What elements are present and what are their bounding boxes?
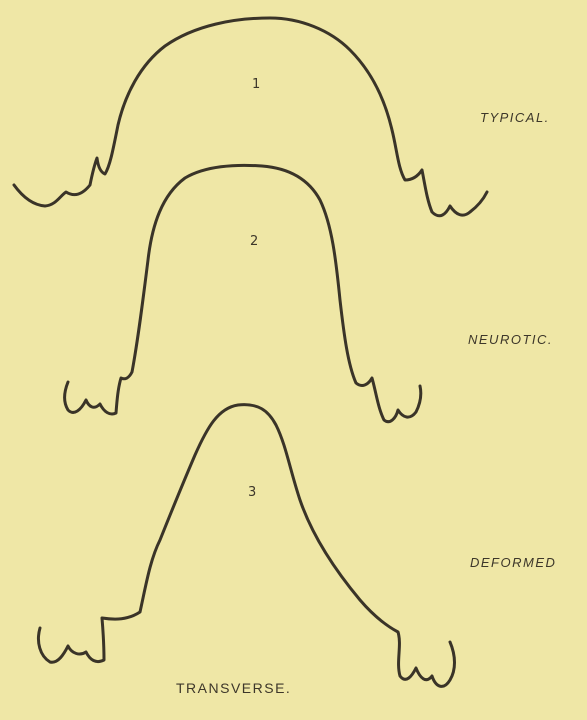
- label-typical: TYPICAL.: [480, 110, 550, 125]
- caption-transverse: TRANSVERSE.: [176, 680, 291, 696]
- arch-deformed-outline: [38, 405, 454, 687]
- figure-number-2: 2: [250, 234, 258, 249]
- arch-neurotic-outline: [65, 165, 421, 421]
- label-neurotic: NEUROTIC.: [468, 332, 553, 347]
- figure-number-3: 3: [248, 485, 256, 500]
- arch-typical-outline: [14, 18, 487, 216]
- figure-number-1: 1: [252, 77, 260, 92]
- label-deformed: DEFORMED: [470, 555, 556, 570]
